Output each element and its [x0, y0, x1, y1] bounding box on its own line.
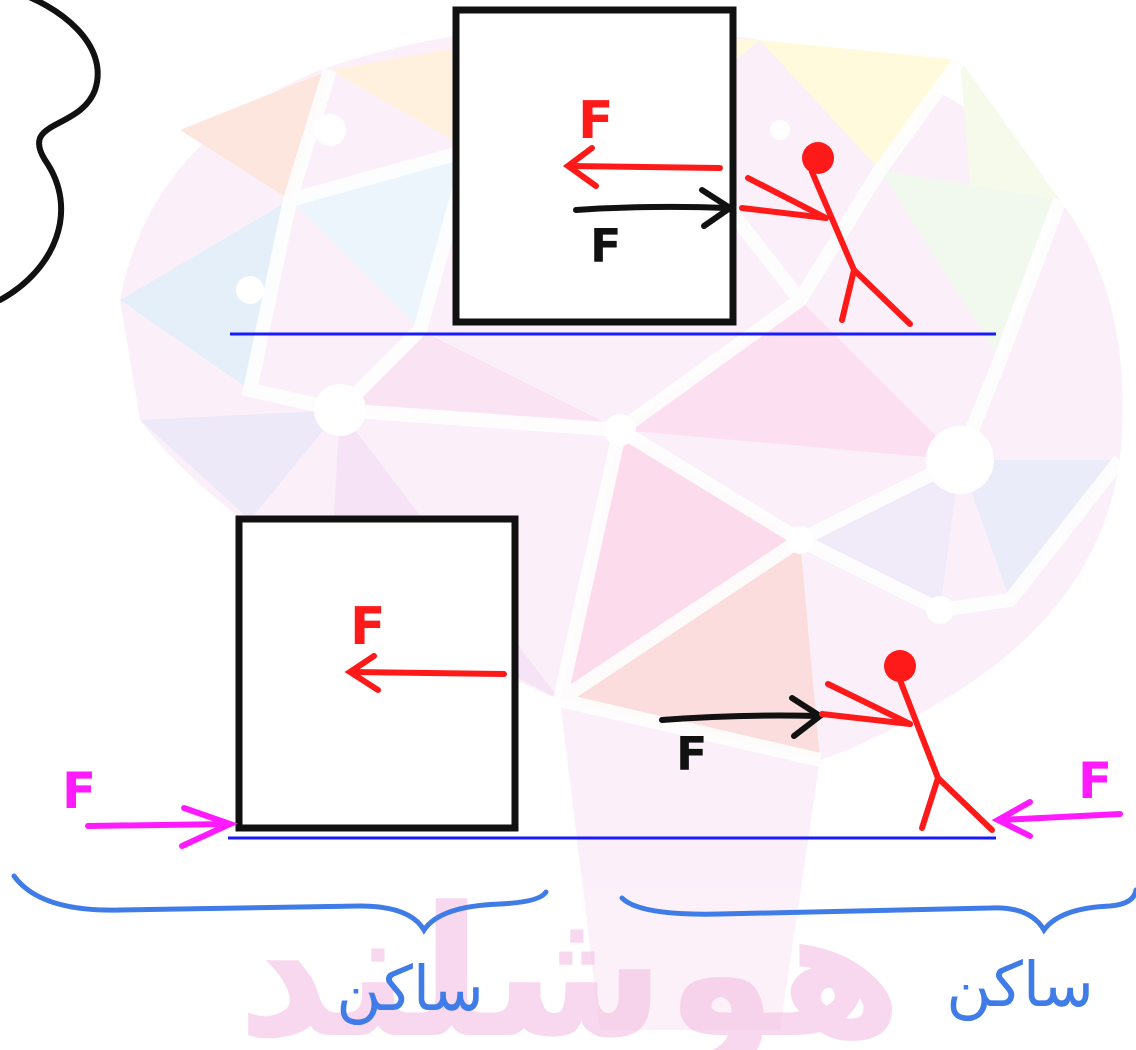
- bottom-scene: F F F F ساکن: [11, 515, 1136, 1025]
- left-friction-force-arrow: [85, 805, 239, 849]
- brain-network-watermark-icon: [120, 19, 1126, 1031]
- top-red-force-arrow: [562, 145, 723, 189]
- bottom-stick-person: [819, 650, 995, 833]
- right-friction-force-arrow: [991, 799, 1123, 839]
- top-scene: F F: [230, 6, 996, 336]
- right-friction-force-label: F: [1078, 752, 1112, 810]
- left-stationary-label: ساکن: [336, 952, 484, 1025]
- right-blue-brace: [619, 887, 1136, 935]
- bottom-red-force-arrow: [344, 653, 507, 693]
- right-stationary-label: ساکن: [946, 948, 1094, 1021]
- watermark-text: هوشلند: [237, 869, 903, 1050]
- left-friction-force-label: F: [62, 762, 96, 820]
- left-curly-brace-shape: [0, 0, 101, 303]
- top-red-force-label: F: [578, 91, 614, 151]
- top-black-force-arrow: [573, 187, 736, 229]
- top-stick-person: [739, 142, 913, 327]
- left-blue-brace: [11, 873, 549, 935]
- bottom-black-force-label: F: [676, 727, 707, 781]
- top-black-force-label: F: [590, 219, 621, 273]
- bottom-red-force-label: F: [350, 597, 386, 657]
